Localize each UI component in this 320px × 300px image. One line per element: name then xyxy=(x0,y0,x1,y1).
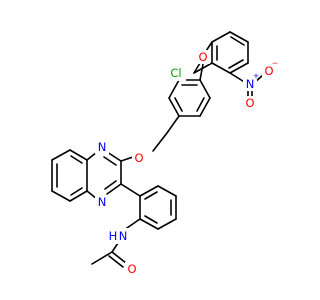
bond xyxy=(199,79,211,99)
bond xyxy=(111,242,119,253)
bond xyxy=(139,218,159,230)
quinoxaline-ether-oxygen-atom: O xyxy=(132,151,146,165)
label-background xyxy=(166,65,186,81)
bond xyxy=(91,251,113,265)
structure-drawing: Cl N + O − O O O N N xyxy=(51,31,278,276)
nitro-nitrogen-atom: N + xyxy=(243,72,259,91)
bond xyxy=(152,132,168,152)
quinoxaline-nitrogen-2-label: N xyxy=(98,195,107,209)
bond xyxy=(69,149,88,161)
bond xyxy=(211,62,231,74)
aryl-ether-oxygen-atom: O xyxy=(196,50,210,64)
quinoxaline-nitrogen-2-atom: N xyxy=(95,195,109,209)
molecule-diagram: Cl N + O − O O O N N xyxy=(51,31,278,276)
positive-charge-label: + xyxy=(253,72,259,81)
bond xyxy=(70,187,83,196)
carbonyl-oxygen-label: O xyxy=(127,262,136,276)
bond-layer xyxy=(51,31,264,268)
amide-hydrogen-label: H xyxy=(109,229,118,243)
amide-nitrogen-label: N xyxy=(119,229,128,243)
bond xyxy=(230,36,245,46)
bond xyxy=(228,59,244,69)
chlorine-atom: Cl xyxy=(166,65,186,81)
aryl-ether-oxygen-label: O xyxy=(198,50,207,64)
bond xyxy=(70,155,83,164)
bond xyxy=(139,185,159,197)
label-background xyxy=(243,77,257,91)
bond xyxy=(157,218,177,230)
bond xyxy=(108,255,124,268)
bond xyxy=(144,215,158,224)
label-background xyxy=(95,140,109,154)
label-background xyxy=(95,195,109,209)
bond xyxy=(106,151,122,162)
nitro-nitrogen-label: N xyxy=(246,77,255,91)
label-background xyxy=(106,228,130,244)
quinoxaline-ether-oxygen-label: O xyxy=(134,151,143,165)
chlorine-label: Cl xyxy=(170,66,181,80)
bond xyxy=(69,190,88,202)
bond xyxy=(103,156,117,166)
label-background xyxy=(262,64,276,78)
label-background xyxy=(196,50,210,64)
label-background xyxy=(132,151,146,165)
bond xyxy=(174,97,183,112)
bond xyxy=(229,62,249,74)
bond xyxy=(111,251,127,264)
nitro-oxygen-minus-atom: O − xyxy=(262,59,278,78)
nitro-oxygen-minus-label: O xyxy=(264,64,273,78)
carbonyl-oxygen-atom: O xyxy=(125,262,139,276)
bond xyxy=(166,115,180,134)
bond xyxy=(51,190,71,202)
bond xyxy=(144,191,158,200)
bond xyxy=(168,97,180,117)
bond xyxy=(199,97,211,117)
bond xyxy=(120,183,141,197)
bond xyxy=(120,156,134,162)
bond xyxy=(196,97,205,112)
label-background xyxy=(125,262,139,276)
label-background xyxy=(243,96,257,110)
negative-charge-label: − xyxy=(272,59,278,68)
nitro-oxygen-label: O xyxy=(245,96,254,110)
bond xyxy=(106,183,122,195)
nitro-oxygen-atom: O xyxy=(243,96,257,110)
atom-label-layer: Cl N + O − O O O N N xyxy=(95,50,278,276)
bond xyxy=(211,31,231,43)
bond xyxy=(205,41,213,52)
bond xyxy=(51,149,71,161)
bond xyxy=(199,63,204,81)
quinoxaline-nitrogen-1-atom: N xyxy=(95,140,109,154)
bond xyxy=(193,62,201,74)
bond xyxy=(229,31,249,43)
amide-nitrogen-atom: H N xyxy=(106,228,130,244)
bond xyxy=(157,185,177,197)
bond xyxy=(168,79,180,99)
quinoxaline-nitrogen-1-label: N xyxy=(98,140,107,154)
bond xyxy=(104,180,117,190)
